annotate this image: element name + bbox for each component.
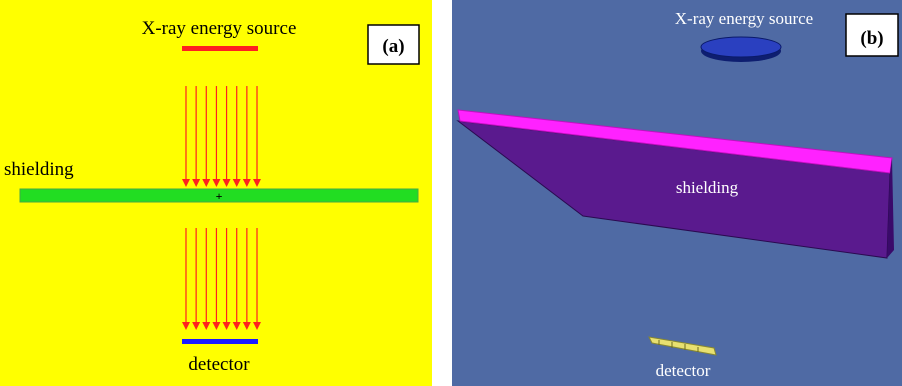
panel-a-tag-box (367, 24, 420, 65)
panel-b-tag: (b) (860, 28, 883, 49)
panel-b-canvas: (b) X-ray energy source shielding detect… (452, 0, 902, 386)
panel-a-canvas: (a) X-ray energy source shielding + dete… (0, 0, 432, 386)
ray-lower-arrowhead (232, 322, 241, 330)
ray-lower-arrowhead (212, 322, 221, 330)
panel-b-detector-bar (648, 336, 717, 356)
panel-a-rays-upper (182, 86, 261, 187)
panel-b-shielding-label: shielding (676, 178, 739, 197)
panel-a-rays-lower (182, 228, 261, 330)
ray-lower-arrowhead (253, 322, 261, 330)
ray-upper-arrowhead (202, 179, 211, 187)
ray-lower-arrowhead (182, 322, 190, 330)
panel-b-tag-box (845, 13, 899, 57)
panel-b-source-label: X-ray energy source (675, 9, 813, 28)
panel-b-shielding-side (887, 158, 894, 258)
panel-a-source-label: X-ray energy source (142, 18, 297, 39)
ray-lower-arrowhead (222, 322, 231, 330)
panel-a-schematic: (a) X-ray energy source shielding + dete… (0, 0, 432, 386)
ray-upper-arrowhead (192, 179, 201, 187)
ray-upper-arrowhead (212, 179, 221, 187)
ray-lower-arrowhead (202, 322, 211, 330)
panel-a-detector-bar (182, 339, 258, 344)
ray-upper-arrowhead (242, 179, 251, 187)
panel-a-detector-label: detector (188, 354, 250, 375)
ray-upper-arrowhead (182, 179, 190, 187)
ray-lower-arrowhead (192, 322, 201, 330)
ray-upper-arrowhead (222, 179, 231, 187)
panel-a-source-bar (182, 46, 258, 51)
panel-b-detector-label: detector (656, 361, 711, 380)
ray-lower-arrowhead (242, 322, 251, 330)
panel-a-shielding-bar (19, 188, 419, 203)
panel-a-center-marker: + (216, 189, 223, 203)
ray-upper-arrowhead (253, 179, 261, 187)
panel-a-shielding-label: shielding (4, 159, 74, 180)
panel-b-source-disk (700, 36, 782, 58)
panel-b-rendering: (b) X-ray energy source shielding detect… (452, 0, 902, 386)
panel-a-tag: (a) (382, 36, 404, 57)
ray-upper-arrowhead (232, 179, 241, 187)
